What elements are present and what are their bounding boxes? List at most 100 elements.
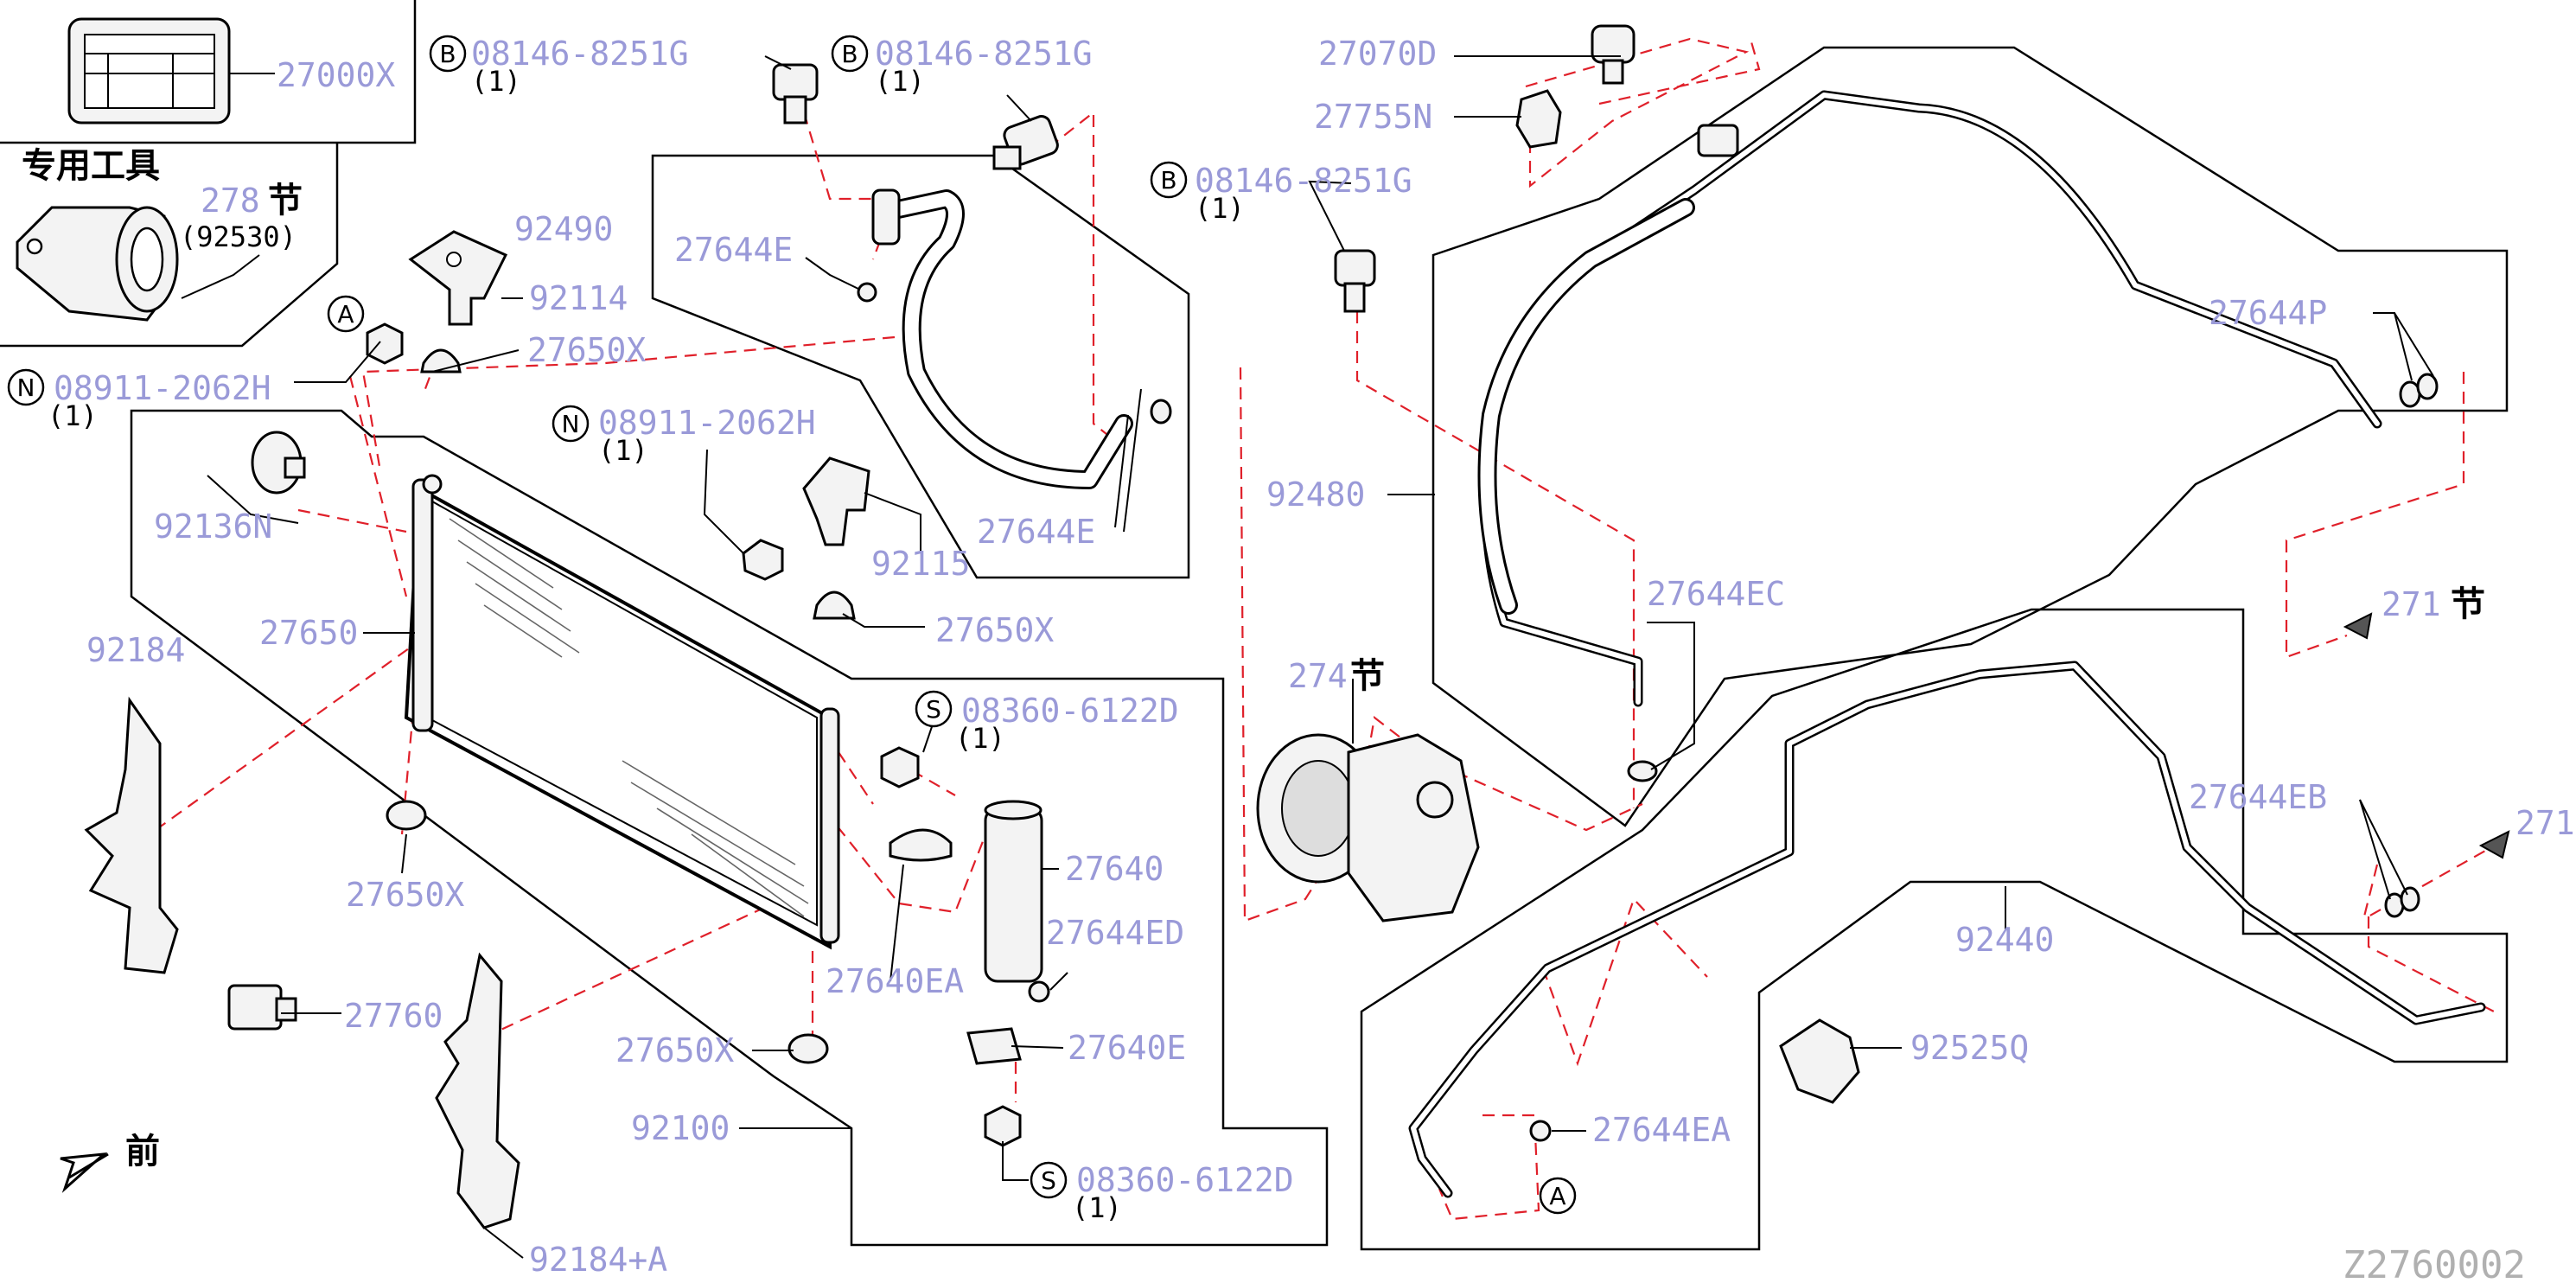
label-special-tool: 专用工具 (22, 146, 160, 186)
svg-text:A: A (337, 300, 354, 329)
badge-s-1: S (915, 690, 953, 728)
grommet-27650X-bottom-left (386, 800, 427, 831)
grommet-27650X-mid (813, 590, 856, 620)
label-92525Q: 92525Q (1910, 1029, 2029, 1067)
pipe-92440 (1408, 661, 2486, 1198)
label-92440: 92440 (1955, 921, 2054, 959)
o-ring-27644EA (1529, 1120, 1552, 1142)
box-92490 (651, 154, 1190, 579)
clamp-27640EA (889, 828, 953, 862)
clip-27755N (1515, 89, 1562, 149)
label-27760: 27760 (344, 997, 443, 1035)
sensor-92136N (251, 431, 306, 495)
nut-a (366, 322, 404, 365)
bolt-s-1 (880, 746, 920, 788)
part-27000X-label-plate (67, 17, 231, 124)
label-92184: 92184 (86, 631, 185, 669)
badge-a-2: A (1539, 1177, 1577, 1215)
badges: B B B A A N N S (7, 35, 1577, 1215)
label-front: 前 (125, 1132, 160, 1171)
receiver-drier-27640 (984, 800, 1043, 983)
bolt-b-3 (1334, 249, 1376, 313)
nut-n2 (742, 539, 784, 581)
bolt-27070D (1591, 24, 1636, 85)
part-labels: 27000X 专用工具 278 节 (92530) 08146-8251G (1… (22, 35, 2575, 1283)
label-nut-n-1-qty: (1) (48, 399, 98, 432)
label-271-upper: 271 (2382, 585, 2441, 623)
bolt-b-2 (992, 115, 1059, 170)
o-ring-27644E-mid (1150, 399, 1172, 424)
label-27644EA: 27644EA (1592, 1111, 1731, 1149)
bolt-b-1 (772, 63, 819, 124)
front-direction-arrow (60, 1152, 109, 1193)
label-27644EC: 27644EC (1647, 575, 1785, 613)
label-tool-suffix: 节 (268, 181, 303, 220)
box-27650 (130, 409, 1329, 1247)
svg-text:B: B (841, 40, 858, 68)
label-27640EA: 27640EA (826, 962, 964, 1000)
air-guide-92184A (435, 952, 520, 1229)
box-92480 (1431, 46, 2509, 827)
badge-s-2: S (1030, 1161, 1068, 1199)
label-92115: 92115 (871, 545, 970, 583)
label-bolt-b-2-qty: (1) (875, 65, 925, 98)
label-27640: 27640 (1065, 850, 1164, 888)
svg-text:B: B (1160, 166, 1176, 195)
label-bolt-s-1: 08360-6122D (961, 692, 1179, 730)
grommet-27650X-top (420, 348, 462, 373)
connector-27760 (227, 984, 297, 1031)
label-27000X: 27000X (277, 56, 395, 94)
box-92440 (1360, 608, 2509, 1251)
bracket-92114 (408, 230, 508, 326)
label-92530: (92530) (180, 220, 296, 253)
compressor-274 (1256, 733, 1480, 922)
svg-text:S: S (926, 695, 941, 724)
svg-text:N: N (562, 410, 580, 438)
label-92490: 92490 (514, 210, 613, 248)
o-rings-27644P (2399, 373, 2439, 408)
label-27644E-mid: 27644E (977, 513, 1095, 551)
label-27650X-mid: 27650X (935, 611, 1054, 649)
o-ring-27644E-top (857, 282, 877, 303)
svg-text:A: A (1549, 1182, 1565, 1210)
label-27644ED: 27644ED (1046, 914, 1184, 952)
label-nut-n-1: 08911-2062H (54, 369, 271, 407)
label-bolt-s-2: 08360-6122D (1076, 1161, 1294, 1199)
label-bolt-b-1: 08146-8251G (471, 35, 689, 73)
fitting-27640E (966, 1027, 1022, 1065)
flow-arrow-right (2478, 830, 2510, 859)
label-bolt-s-2-qty: (1) (1072, 1191, 1122, 1224)
label-bolt-b-2: 08146-8251G (875, 35, 1093, 73)
badge-b-1: B (429, 35, 467, 73)
label-bolt-s-1-qty: (1) (955, 722, 1005, 755)
flow-arrow-upper (2343, 612, 2373, 640)
label-27650: 27650 (259, 614, 358, 652)
label-271-right: 271 (2515, 804, 2575, 842)
svg-text:N: N (17, 373, 35, 402)
badge-b-3: B (1150, 161, 1188, 199)
label-bolt-b-1-qty: (1) (471, 65, 521, 98)
label-92114: 92114 (529, 279, 628, 317)
badge-b-2: B (831, 35, 869, 73)
label-92136N: 92136N (154, 507, 272, 546)
badge-n-1: N (7, 368, 45, 406)
leader-lines (181, 55, 2434, 1259)
o-rings-27644EB (2384, 886, 2420, 918)
air-guide-92184 (84, 696, 179, 974)
grommet-27650X-bottom (787, 1033, 829, 1064)
diagram-code: Z2760002 (2343, 1243, 2526, 1283)
label-tool-code: 278 (201, 182, 260, 220)
label-bolt-b-3: 08146-8251G (1195, 162, 1412, 200)
sensor-92525Q (1779, 1018, 1860, 1104)
label-27755N: 27755N (1314, 98, 1432, 136)
label-compressor-code: 274 (1288, 657, 1348, 695)
o-ring-27644ED (1028, 980, 1050, 1003)
hose-92490 (871, 188, 1133, 489)
label-27650X-bottom: 27650X (615, 1031, 734, 1069)
special-tool-92530 (16, 206, 179, 322)
label-27640E: 27640E (1068, 1029, 1186, 1067)
label-92480: 92480 (1266, 476, 1365, 514)
label-27644P: 27644P (2209, 294, 2327, 332)
badge-n-2: N (552, 405, 590, 443)
